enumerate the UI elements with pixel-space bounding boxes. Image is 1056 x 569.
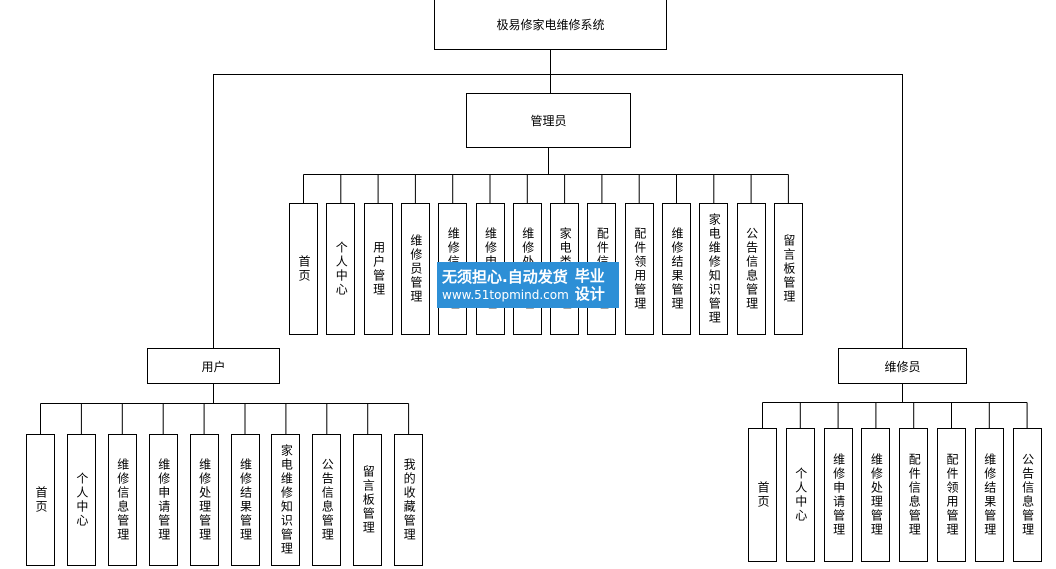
user-leaf: 维修信息管理 [107, 434, 137, 566]
repairer-leaf: 公告信息管理 [1012, 428, 1042, 562]
watermark-line2: www.51topmind.com [442, 288, 569, 302]
repairer-leaf: 维修结果管理 [974, 428, 1004, 562]
repairer-leaf: 配件领用管理 [937, 428, 966, 562]
leaf-label: 首页 [756, 481, 770, 509]
leaf-label: 家电维修知识管理 [279, 444, 294, 556]
leaf-label: 首页 [297, 255, 311, 283]
repairer-leaf: 个人中心 [785, 428, 815, 562]
leaf-label: 公告信息管理 [744, 227, 759, 311]
watermark-line1: 无须担心.自动发货 [442, 268, 568, 286]
leaf-label: 维修结果管理 [238, 458, 253, 542]
repairer-node: 维修员 [838, 348, 967, 384]
admin-leaf: 配件领用管理 [624, 203, 654, 335]
user-leaf: 我的收藏管理 [394, 434, 424, 566]
user-leaf: 家电维修知识管理 [271, 434, 301, 566]
watermark-badge: 无须担心.自动发货 www.51topmind.com 毕业 设计 [437, 262, 619, 308]
leaf-label: 个人中心 [793, 467, 808, 523]
user-label: 用户 [201, 359, 226, 374]
leaf-label: 个人中心 [334, 241, 349, 297]
user-node: 用户 [147, 348, 280, 384]
admin-leaf: 留言板管理 [773, 203, 803, 335]
user-leaf: 留言板管理 [353, 434, 383, 566]
user-leaf: 维修申请管理 [148, 434, 178, 566]
leaf-label: 维修处理管理 [197, 458, 212, 542]
user-leaf: 维修处理管理 [189, 434, 219, 566]
leaf-label: 配件信息管理 [907, 453, 922, 537]
leaf-label: 维修员管理 [408, 234, 423, 304]
leaf-label: 公告信息管理 [320, 458, 335, 542]
leaf-label: 我的收藏管理 [402, 458, 417, 542]
admin-leaf: 个人中心 [326, 203, 356, 335]
leaf-label: 用户管理 [371, 241, 386, 297]
leaf-label: 公告信息管理 [1020, 453, 1035, 537]
repairer-leaf: 首页 [748, 428, 777, 562]
leaf-label: 维修处理管理 [869, 453, 884, 537]
repairer-leaf: 维修申请管理 [823, 428, 853, 562]
admin-leaf: 用户管理 [363, 203, 393, 335]
admin-label: 管理员 [530, 114, 567, 128]
user-leaf: 公告信息管理 [312, 434, 342, 566]
leaf-label: 配件领用管理 [945, 453, 959, 537]
admin-leaf: 家电维修知识管理 [699, 203, 729, 335]
leaf-label: 留言板管理 [361, 465, 376, 535]
leaf-label: 维修申请管理 [831, 453, 846, 537]
user-leaf: 首页 [26, 434, 55, 566]
watermark-badge-2: 设计 [574, 285, 605, 303]
leaf-label: 配件领用管理 [632, 227, 647, 311]
user-leaf: 个人中心 [66, 434, 96, 566]
root-label: 极易修家电维修系统 [496, 17, 605, 32]
root-node: 极易修家电维修系统 [434, 0, 667, 50]
leaf-label: 维修结果管理 [670, 227, 684, 311]
leaf-label: 个人中心 [74, 472, 89, 528]
leaf-label: 家电维修知识管理 [707, 213, 722, 325]
leaf-label: 首页 [34, 486, 48, 514]
admin-leaf: 首页 [289, 203, 318, 335]
user-leaf: 维修结果管理 [230, 434, 260, 566]
admin-leaf: 维修结果管理 [662, 203, 691, 335]
repairer-label: 维修员 [884, 359, 921, 374]
leaf-label: 维修信息管理 [115, 458, 130, 542]
admin-node: 管理员 [466, 93, 631, 148]
admin-leaf: 维修员管理 [400, 203, 430, 335]
repairer-leaf: 维修处理管理 [861, 428, 891, 562]
repairer-leaf: 配件信息管理 [899, 428, 929, 562]
admin-leaf: 公告信息管理 [736, 203, 766, 335]
leaf-label: 留言板管理 [781, 234, 796, 304]
leaf-label: 维修申请管理 [156, 458, 171, 542]
leaf-label: 维修结果管理 [982, 453, 997, 537]
watermark-badge-1: 毕业 [574, 267, 605, 285]
